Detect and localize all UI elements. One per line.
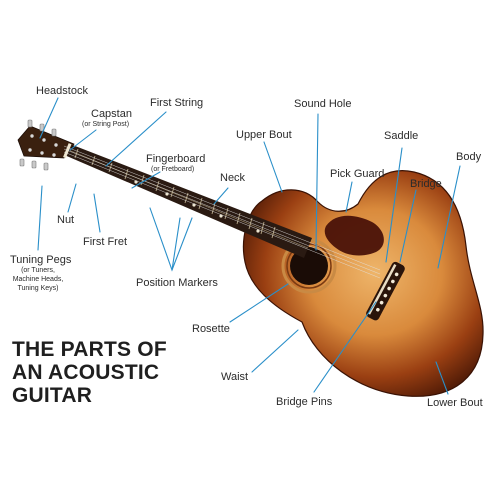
label-tuning-pegs-alt-1: (or Tuners, [21,267,55,274]
label-headstock: Headstock [36,85,88,97]
label-neck: Neck [220,172,246,184]
label-bridge-pins: Bridge Pins [276,396,333,408]
label-bridge: Bridge [410,178,442,190]
leader-headstock [39,97,59,139]
leader-neck [213,187,229,205]
label-upper-bout: Upper Bout [236,129,292,141]
label-tuning-pegs-alt-3: Tuning Keys) [17,285,59,292]
label-pick-guard: Pick Guard [330,168,385,180]
leader-pick-guard [345,181,353,213]
nut-shape [63,143,72,159]
label-capstan-alt: (or String Post) [82,121,130,128]
title-line-3: GUITAR [12,384,93,407]
leader-rosette [229,283,289,323]
leader-fingerboard [131,171,161,189]
headstock-shape [17,119,75,171]
guitar-body [242,170,484,397]
label-lower-bout: Lower Bout [427,397,483,409]
leader-saddle [385,147,403,263]
leader-position-markers-3 [171,217,181,271]
diagram-title: THE PARTS OF AN ACOUSTIC GUITAR [12,338,167,407]
leader-first-fret [93,193,101,233]
label-saddle: Saddle [384,130,419,142]
strings [63,145,381,279]
label-first-string: First String [150,97,204,109]
label-tuning-pegs: Tuning Pegs [10,254,72,266]
leader-body [437,165,461,269]
leader-bridge-pins [313,301,377,393]
sound-hole-shape [290,247,328,285]
leader-sound-hole [315,113,319,251]
leader-position-markers [149,207,193,272]
title-line-1: THE PARTS OF [12,338,167,361]
label-body: Body [456,151,482,163]
pick-guard [324,215,384,256]
leader-capstan [69,129,97,151]
leader-lines [37,97,461,395]
leader-tuning-pegs [37,185,43,251]
label-rosette: Rosette [192,323,230,335]
label-fingerboard: Fingerboard [146,153,206,165]
title-line-2: AN ACOUSTIC [12,361,160,384]
label-first-fret: First Fret [83,236,127,248]
label-capstan: Capstan [91,108,132,120]
leader-upper-bout [263,141,283,193]
leader-first-string [105,111,167,167]
label-fingerboard-alt: (or Fretboard) [151,166,195,173]
label-position-markers: Position Markers [136,277,218,289]
leader-nut [67,183,77,213]
leader-bridge [399,189,417,263]
label-tuning-pegs-alt-2: Machine Heads, [12,276,64,283]
leader-lower-bout [435,361,449,395]
label-waist: Waist [221,371,249,383]
leader-waist [251,329,299,373]
label-sound-hole: Sound Hole [294,98,352,110]
bridge-assembly [366,261,405,321]
label-nut: Nut [57,214,75,226]
